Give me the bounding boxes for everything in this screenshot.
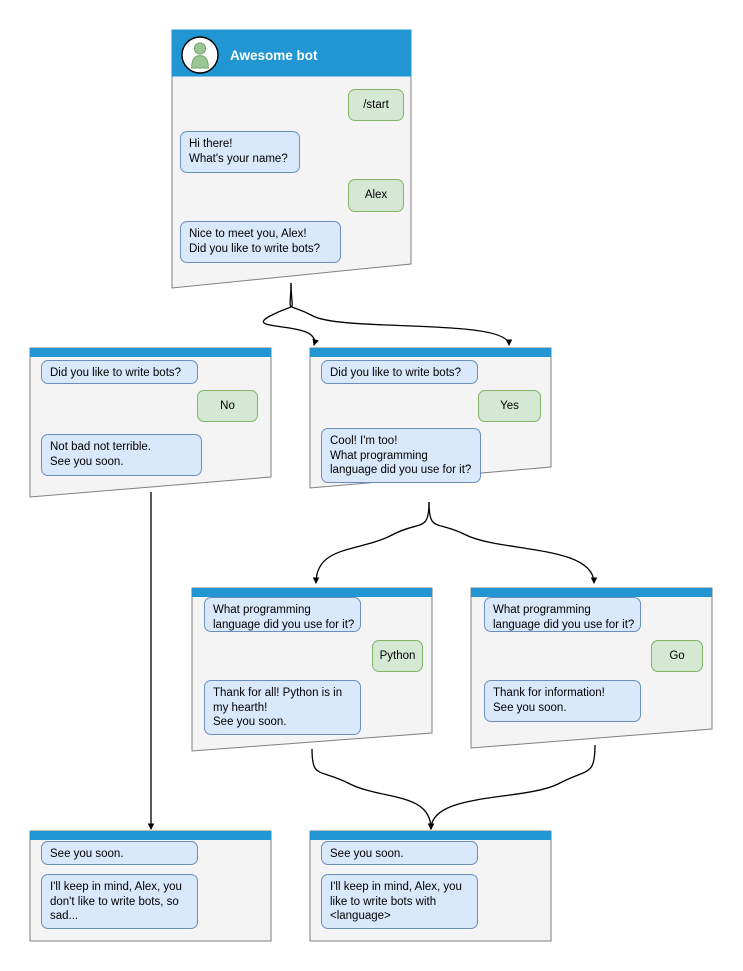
person-avatar-icon <box>191 42 209 69</box>
message-bubble-bot: I'll keep in mind, Alex, you don't like … <box>41 874 198 929</box>
connectors <box>147 282 598 831</box>
message-bubble-user: Alex <box>348 179 404 212</box>
person-avatar-icon-ring <box>181 36 219 74</box>
message-bubble-bot: Thank for information! See you soon. <box>484 680 641 722</box>
card-end-happy-header-bar <box>310 831 551 840</box>
card-branch-go-header-bar <box>471 588 712 597</box>
message-bubble-bot: I'll keep in mind, Alex, you like to wri… <box>321 874 478 929</box>
connector-go-to-end-happy <box>427 744 596 831</box>
message-bubble-user: Go <box>651 640 703 672</box>
card-branch-no-header-bar <box>30 348 271 357</box>
message-bubble-bot: Nice to meet you, Alex! Did you like to … <box>180 221 341 263</box>
connector-python-to-end-happy <box>311 748 435 831</box>
card-root-header-bar <box>171 29 412 77</box>
connector-root-to-yes <box>289 282 513 347</box>
message-bubble-bot: Thank for all! Python is in my hearth! S… <box>204 680 361 735</box>
connector-yes-to-python <box>312 501 430 585</box>
message-bubble-bot: Not bad not terrible. See you soon. <box>41 434 202 476</box>
message-bubble-bot: What programming language did you use fo… <box>204 597 361 632</box>
connector-yes-to-go <box>428 501 598 585</box>
connector-root-to-no <box>262 282 319 346</box>
card-end-sad-header-bar <box>30 831 271 840</box>
message-bubble-bot: What programming language did you use fo… <box>484 597 641 632</box>
message-bubble-bot: Did you like to write bots? <box>41 360 198 384</box>
page-title: Awesome bot <box>230 48 318 63</box>
message-bubble-user: /start <box>348 89 404 121</box>
card-branch-yes-header-bar <box>310 348 551 357</box>
message-bubble-bot: See you soon. <box>321 841 478 865</box>
message-bubble-bot: Did you like to write bots? <box>321 360 478 384</box>
message-bubble-user: Python <box>372 640 423 672</box>
message-bubble-bot: Hi there! What's your name? <box>180 131 300 173</box>
message-bubble-bot: See you soon. <box>41 841 198 865</box>
message-bubble-bot: Cool! I'm too! What programming language… <box>321 428 481 483</box>
card-branch-python-header-bar <box>192 588 432 597</box>
message-bubble-user: No <box>197 390 258 422</box>
message-bubble-user: Yes <box>478 390 541 422</box>
